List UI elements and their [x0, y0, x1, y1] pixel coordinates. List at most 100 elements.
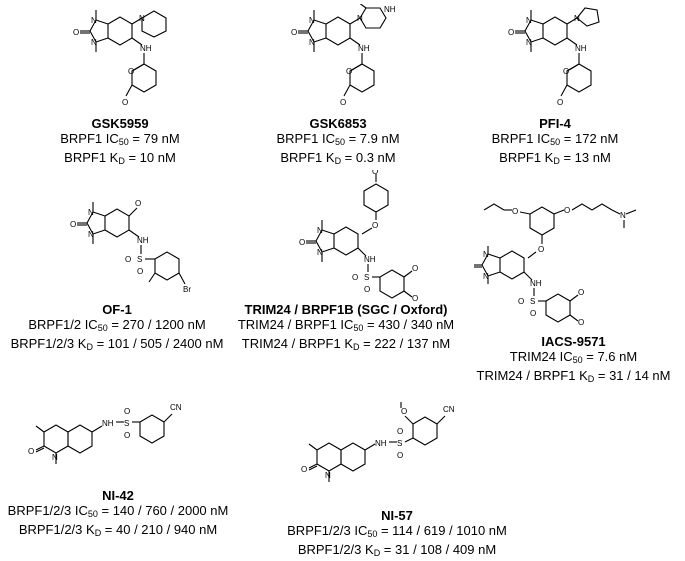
svg-text:CN: CN	[170, 403, 182, 412]
svg-text:NH: NH	[102, 419, 114, 428]
svg-text:N: N	[91, 38, 97, 47]
svg-text:O: O	[73, 28, 79, 37]
svg-text:N: N	[52, 453, 58, 462]
svg-text:O: O	[578, 318, 584, 327]
svg-text:N: N	[91, 16, 97, 25]
compound-name: OF-1	[102, 302, 132, 317]
svg-text:N: N	[317, 248, 323, 257]
svg-text:S: S	[397, 439, 402, 448]
svg-text:NH: NH	[364, 255, 376, 264]
svg-text:N: N	[309, 38, 315, 47]
structure-gsk5959: NN O N NH O O	[73, 10, 167, 107]
svg-text:S: S	[124, 419, 129, 428]
svg-text:O: O	[397, 451, 403, 460]
svg-text:O: O	[340, 98, 346, 107]
ic50-value: BRPF1 IC50 = 79 nM	[60, 131, 180, 147]
structure-of-1: NN O O NH S OO Br	[70, 199, 191, 294]
svg-text:S: S	[364, 273, 369, 282]
structure-gsk6853: N N O N NH NH O O	[291, 4, 396, 107]
svg-text:O: O	[372, 170, 378, 176]
svg-text:O: O	[397, 427, 403, 436]
svg-text:O: O	[135, 199, 141, 208]
svg-text:O: O	[538, 245, 544, 254]
svg-text:O: O	[137, 267, 143, 276]
svg-text:O: O	[346, 67, 352, 76]
svg-text:N: N	[620, 211, 626, 220]
svg-text:NH: NH	[137, 236, 149, 245]
svg-text:N: N	[574, 14, 580, 23]
svg-text:O: O	[518, 297, 524, 306]
svg-text:O: O	[401, 407, 407, 416]
ic50-value: BRPF1/2 IC50 = 270 / 1200 nM	[28, 317, 206, 333]
svg-text:O: O	[512, 207, 518, 216]
svg-text:N: N	[88, 230, 94, 239]
svg-text:N: N	[139, 14, 145, 23]
svg-text:CN: CN	[443, 405, 455, 414]
svg-text:O: O	[412, 294, 418, 302]
kd-value: BRPF1 KD = 0.3 nM	[280, 150, 396, 166]
kd-value: BRPF1/2/3 KD = 31 / 108 / 409 nM	[297, 542, 497, 558]
kd-value: TRIM24 / BRPF1 KD = 222 / 137 nM	[241, 336, 451, 352]
ic50-value: BRPF1/2/3 IC50 = 140 / 760 / 2000 nM	[7, 503, 229, 519]
ic50-value: TRIM24 / BRPF1 IC50 = 430 / 340 nM	[237, 317, 455, 333]
svg-text:O: O	[564, 206, 570, 215]
svg-text:Br: Br	[183, 285, 191, 294]
structure-pfi-4: N N O N NH O O	[508, 7, 600, 107]
svg-text:O: O	[530, 309, 536, 318]
svg-text:NH: NH	[384, 5, 396, 14]
structure-ni-57: O N NH S OO O CN	[301, 402, 455, 482]
compound-name: NI-42	[102, 488, 134, 503]
svg-text:O: O	[563, 67, 569, 76]
svg-text:O: O	[128, 67, 134, 76]
compound-name: GSK6853	[309, 116, 367, 131]
svg-text:N: N	[317, 226, 323, 235]
compound-name: GSK5959	[91, 116, 149, 131]
compound-name: NI-57	[381, 508, 413, 523]
svg-text:O: O	[508, 28, 514, 37]
kd-value: BRPF1 KD = 10 nM	[64, 150, 176, 166]
ic50-value: BRPF1/2/3 IC50 = 114 / 619 / 1010 nM	[287, 523, 507, 539]
svg-text:N: N	[309, 16, 315, 25]
svg-text:O: O	[301, 465, 307, 474]
ic50-value: TRIM24 IC50 = 7.6 nM	[509, 349, 638, 365]
svg-text:N: N	[483, 272, 489, 281]
svg-text:O: O	[124, 431, 130, 440]
structure-trim24-brpf1b: O O NN O NH S OO O O	[299, 170, 418, 302]
svg-text:N: N	[357, 14, 363, 23]
svg-text:O: O	[299, 238, 305, 247]
svg-text:O: O	[122, 98, 128, 107]
compound-name: IACS-9571	[541, 334, 606, 349]
svg-text:N: N	[483, 250, 489, 259]
structure-iacs-9571: O O N O NN NH S OO O O	[473, 203, 636, 327]
svg-text:S: S	[137, 255, 142, 264]
structure-ni-42: O N NH S O O CN	[28, 403, 182, 464]
svg-text:O: O	[124, 407, 130, 416]
svg-text:O: O	[125, 255, 131, 264]
svg-text:O: O	[412, 264, 418, 273]
svg-text:N: N	[325, 471, 331, 480]
svg-text:N: N	[88, 208, 94, 217]
svg-text:O: O	[28, 447, 34, 456]
compound-name: PFI-4	[539, 116, 571, 131]
svg-text:O: O	[364, 285, 370, 294]
svg-text:NH: NH	[575, 44, 587, 53]
kd-value: TRIM24 / BRPF1 KD = 31 / 14 nM	[476, 368, 671, 384]
svg-text:N: N	[526, 38, 532, 47]
svg-text:N: N	[526, 16, 532, 25]
kd-value: BRPF1 KD = 13 nM	[499, 150, 611, 166]
svg-text:O: O	[352, 273, 358, 282]
svg-text:NH: NH	[530, 279, 542, 288]
svg-text:O: O	[557, 98, 563, 107]
kd-value: BRPF1/2/3 KD = 101 / 505 / 2400 nM	[10, 336, 224, 352]
ic50-value: BRPF1 IC50 = 172 nM	[491, 131, 619, 147]
svg-text:S: S	[530, 297, 535, 306]
svg-text:O: O	[291, 28, 297, 37]
svg-text:NH: NH	[358, 44, 370, 53]
